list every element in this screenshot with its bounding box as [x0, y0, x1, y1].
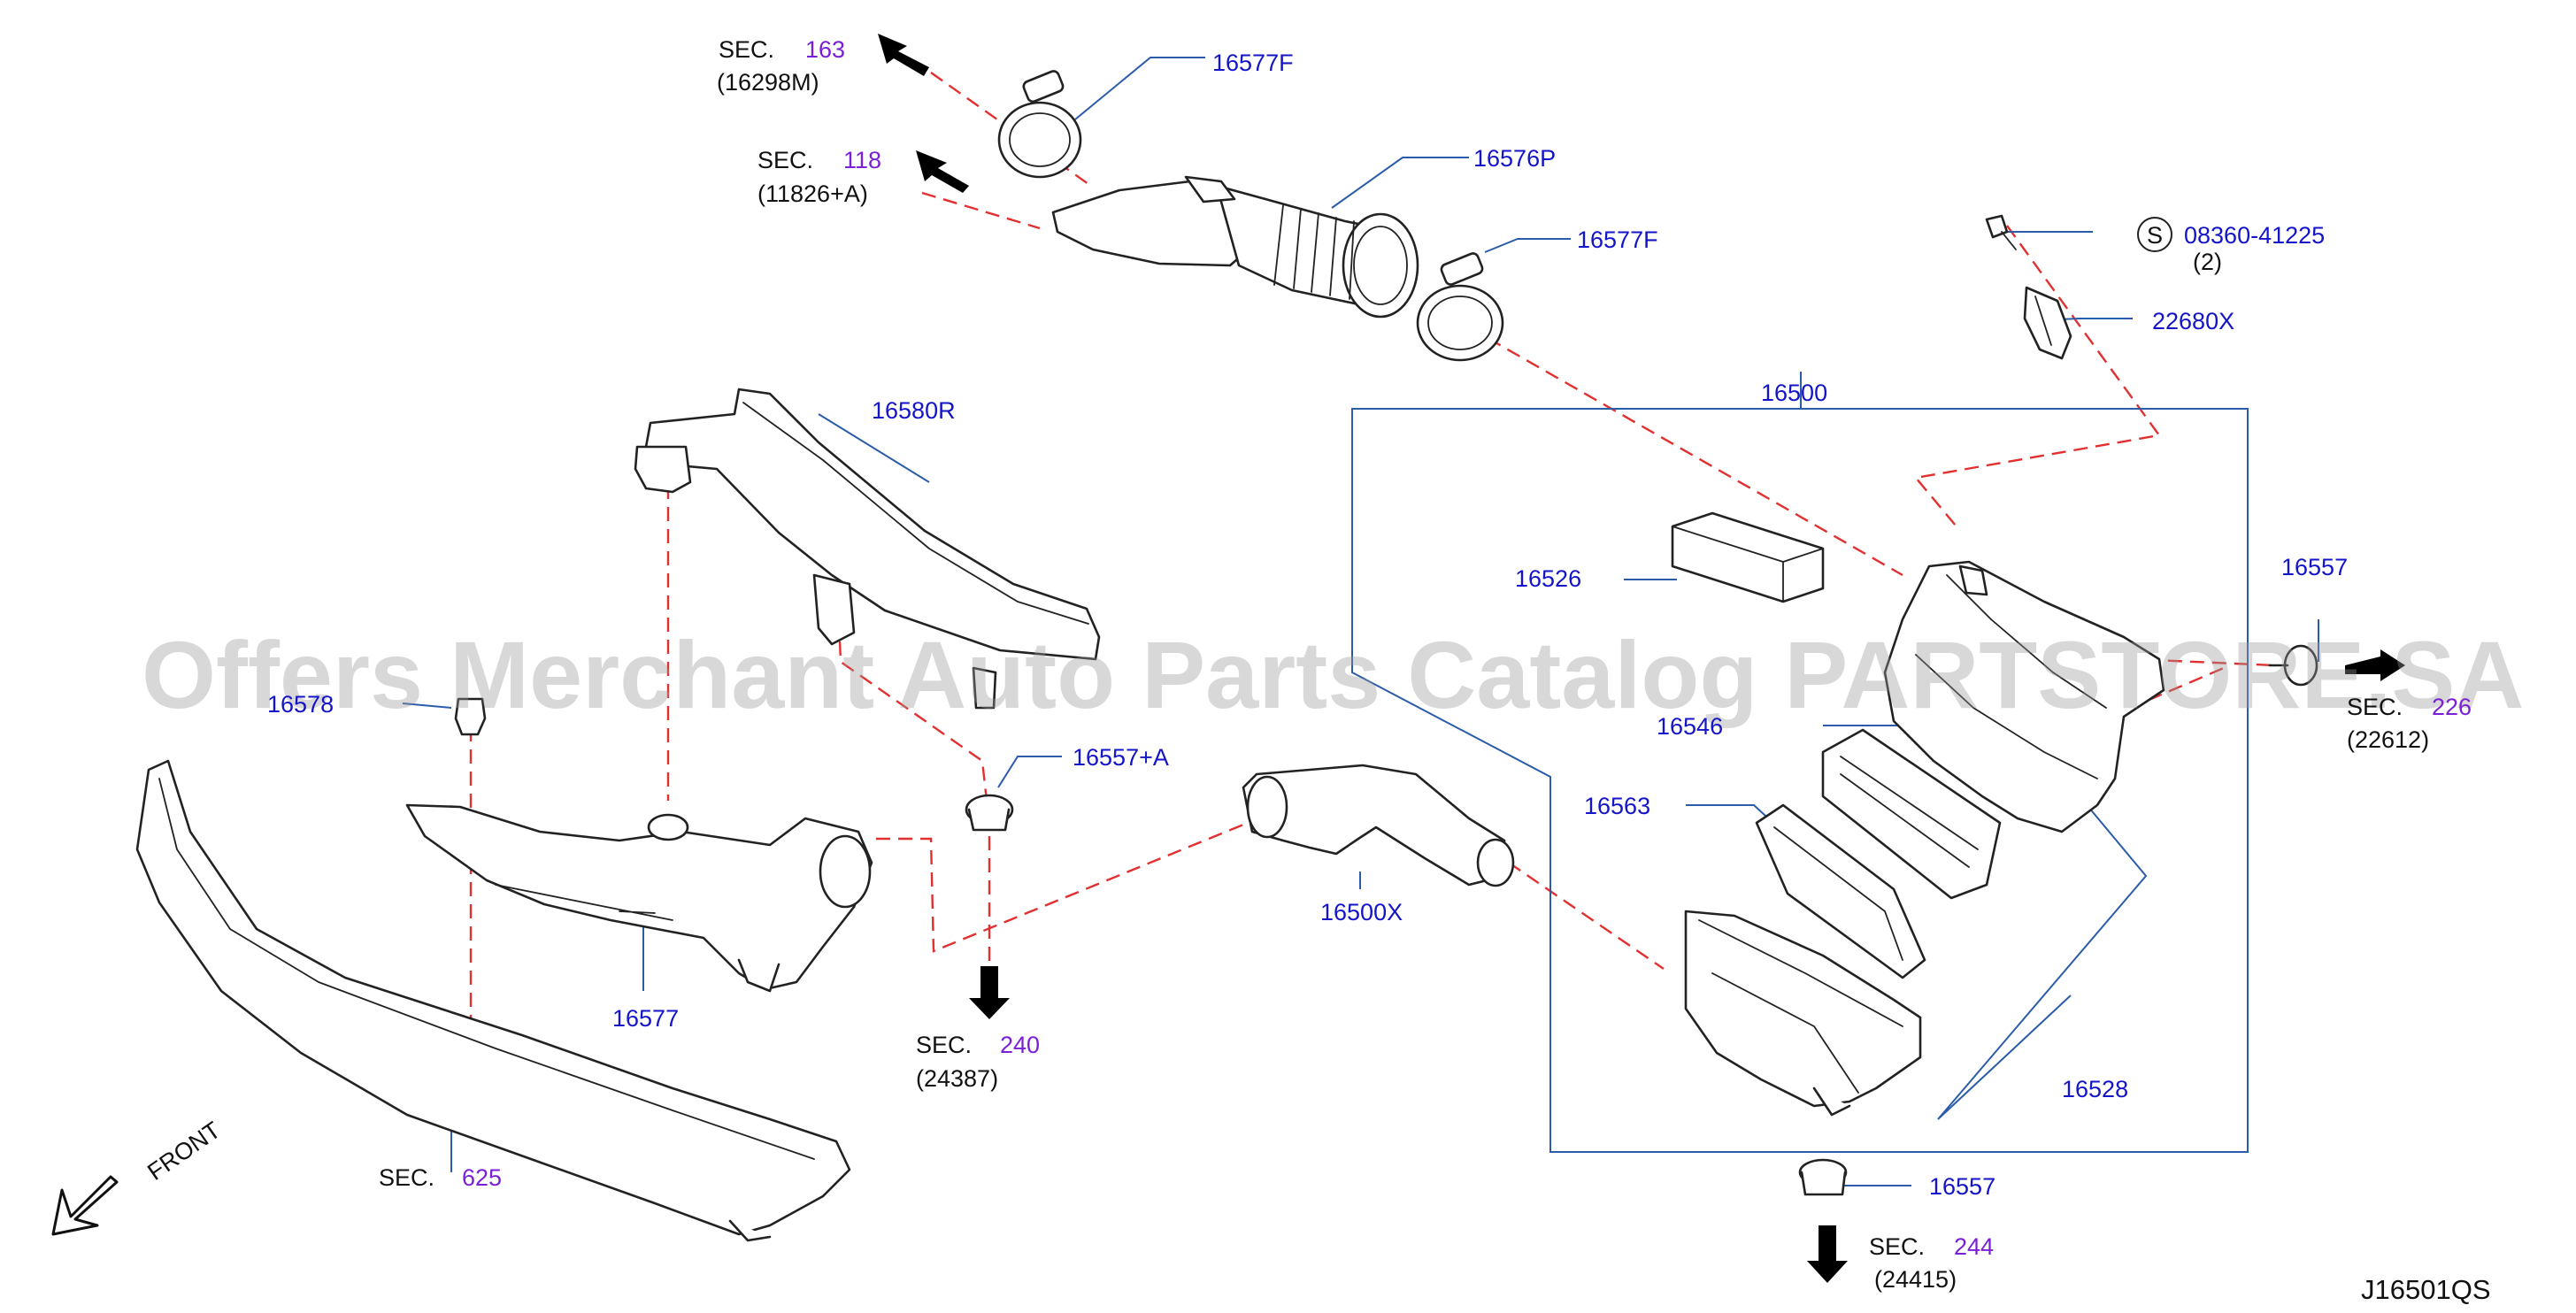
label-16577f-top[interactable]: 16577F — [1212, 50, 1294, 76]
sec-240[interactable]: SEC. 240 (24387) — [916, 1032, 1040, 1092]
lower-case-16528 — [1684, 910, 1922, 1117]
label-16546[interactable]: 16546 — [1657, 713, 1723, 740]
grommet-16557-right — [2268, 644, 2318, 687]
label-16578[interactable]: 16578 — [267, 691, 334, 718]
svg-text:163: 163 — [805, 36, 845, 63]
label-16557-bottom[interactable]: 16557 — [1929, 1173, 1995, 1200]
svg-text:625: 625 — [462, 1164, 502, 1191]
section-arrows — [51, 34, 2405, 1283]
grommet-16557-bottom — [1798, 1158, 1848, 1196]
label-16577[interactable]: 16577 — [612, 1005, 679, 1032]
svg-text:SEC.: SEC. — [1869, 1233, 1925, 1260]
label-16526[interactable]: 16526 — [1515, 565, 1581, 592]
label-16500[interactable]: 16500 — [1761, 380, 1827, 406]
label-16500x[interactable]: 16500X — [1320, 899, 1403, 925]
duct-16577 — [405, 803, 873, 993]
svg-text:118: 118 — [843, 147, 881, 173]
label-16576p[interactable]: 16576P — [1473, 145, 1556, 172]
bolt-08360 — [1985, 214, 2017, 250]
label-16557-right[interactable]: 16557 — [2281, 554, 2348, 580]
svg-text:SEC.: SEC. — [719, 36, 774, 63]
clip-16578 — [454, 697, 487, 736]
label-16557a[interactable]: 16557+A — [1073, 744, 1169, 771]
section-refs: SEC. 163 (16298M) SEC. 118 (11826+A) SEC… — [379, 36, 2472, 1293]
resonator-16580r — [634, 388, 1101, 710]
grommet-16557a — [965, 794, 1014, 832]
part-labels: 16577F 16576P 16577F 16580R 16500 16526 … — [267, 50, 2348, 1200]
sensor-22680x — [2023, 286, 2072, 360]
svg-text:(16298M): (16298M) — [717, 69, 819, 96]
duct-16576p — [1051, 175, 1419, 319]
watermark-text: Offers Merchant Auto Parts Catalog PARTS… — [142, 621, 2524, 728]
label-bolt-qty: (2) — [2193, 249, 2222, 275]
svg-text:(22612): (22612) — [2347, 726, 2429, 753]
svg-text:240: 240 — [1000, 1032, 1040, 1058]
sec-625[interactable]: SEC. 625 — [379, 1164, 502, 1191]
sec-244[interactable]: SEC. 244 (24415) — [1869, 1233, 1994, 1293]
label-16580r[interactable]: 16580R — [872, 397, 956, 424]
svg-text:SEC.: SEC. — [379, 1164, 434, 1191]
sec-118[interactable]: SEC. 118 (11826+A) — [757, 147, 881, 207]
label-16577f-mid[interactable]: 16577F — [1577, 227, 1658, 253]
diagram-code: J16501QS — [2361, 1274, 2491, 1305]
svg-text:SEC.: SEC. — [916, 1032, 972, 1058]
label-16563[interactable]: 16563 — [1584, 793, 1650, 819]
svg-text:SEC.: SEC. — [757, 147, 813, 173]
assembly-frame-16500 — [1351, 372, 2249, 1153]
label-22680x[interactable]: 22680X — [2152, 308, 2234, 334]
clamp-16577f-mid — [1416, 252, 1504, 362]
filter-element-16546 — [1821, 728, 2002, 900]
frame-16563 — [1755, 803, 1926, 979]
svg-text:226: 226 — [2432, 694, 2472, 720]
svg-text:(11826+A): (11826+A) — [757, 180, 868, 207]
label-08360-41225[interactable]: 08360-41225 — [2184, 222, 2325, 249]
air-cleaner-upper-16500 — [1883, 560, 2165, 833]
sec-163[interactable]: SEC. 163 (16298M) — [717, 36, 845, 96]
symbol-s: S — [2147, 222, 2163, 249]
intake-16526 — [1671, 511, 1825, 603]
core-support-sec625 — [135, 759, 851, 1242]
svg-text:SEC.: SEC. — [2347, 694, 2403, 720]
clamp-16577f-top — [997, 70, 1082, 179]
svg-text:(24387): (24387) — [916, 1065, 998, 1092]
duct-16500x — [1242, 764, 1515, 887]
symbol-s-circle — [2137, 217, 2172, 252]
label-16528[interactable]: 16528 — [2062, 1076, 2128, 1102]
svg-text:244: 244 — [1954, 1233, 1994, 1260]
sec-226[interactable]: SEC. 226 (22612) — [2347, 694, 2472, 753]
svg-text:(24415): (24415) — [1874, 1266, 1957, 1293]
front-label: FRONT — [142, 1117, 225, 1186]
